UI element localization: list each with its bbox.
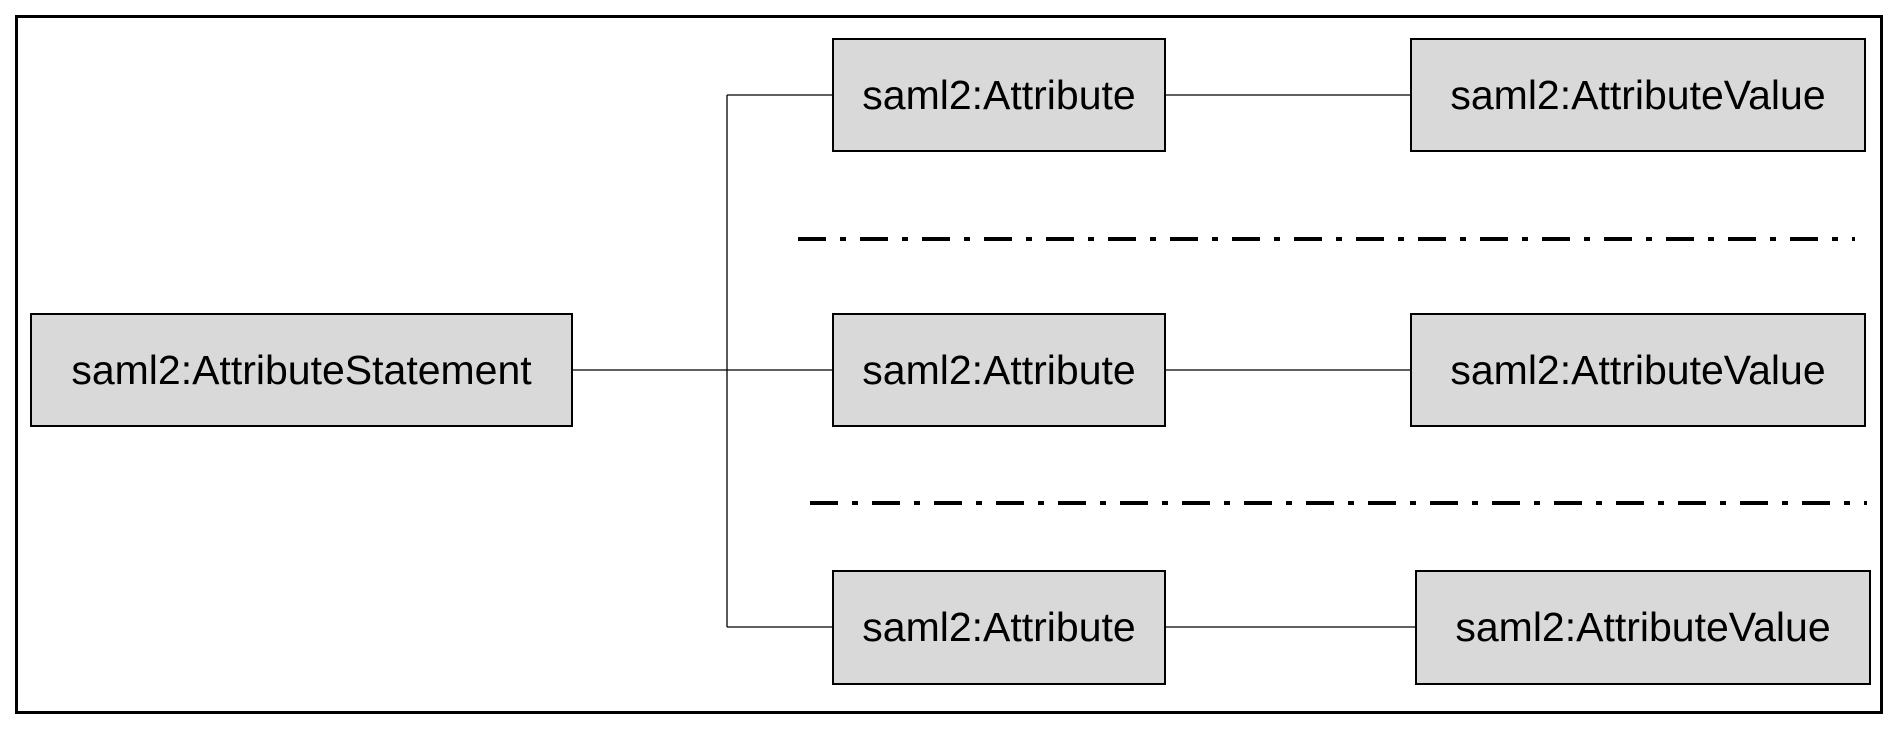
attribute-box: saml2:Attribute [832,313,1166,427]
attribute-label: saml2:Attribute [862,346,1136,393]
attribute-value-label: saml2:AttributeValue [1450,71,1826,118]
attribute-label: saml2:Attribute [862,71,1136,118]
attribute-box: saml2:Attribute [832,38,1166,152]
attribute-value-box: saml2:AttributeValue [1410,38,1866,152]
attribute-label: saml2:Attribute [862,604,1136,650]
attribute-value-box: saml2:AttributeValue [1415,570,1871,685]
attribute-statement-label: saml2:AttributeStatement [71,346,532,393]
attribute-value-box: saml2:AttributeValue [1410,313,1866,427]
attribute-statement-box: saml2:AttributeStatement [30,313,573,427]
attribute-value-label: saml2:AttributeValue [1455,604,1831,650]
attribute-value-label: saml2:AttributeValue [1450,346,1826,393]
attribute-box: saml2:Attribute [832,570,1166,685]
